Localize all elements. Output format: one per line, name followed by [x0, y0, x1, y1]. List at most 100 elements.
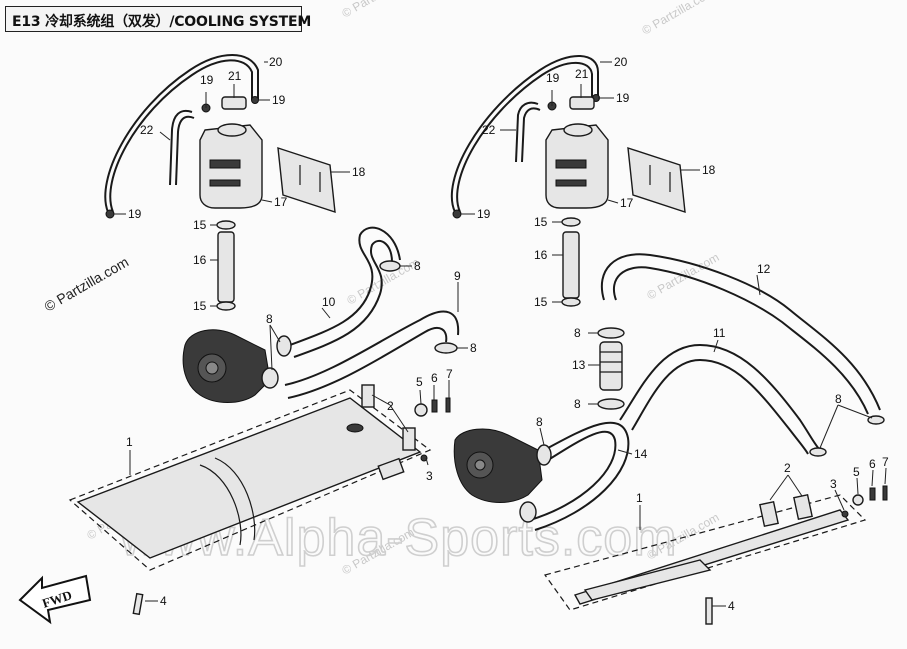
callout-13: 13 — [572, 358, 586, 372]
hose-12 — [600, 253, 881, 411]
callout-5: 5 — [416, 375, 423, 389]
spring-2 — [759, 500, 779, 528]
overflow-hose-20-inner — [109, 59, 253, 213]
partzilla-watermark: © Partzilla.com — [640, 0, 717, 38]
clamp-8 — [379, 260, 401, 272]
bolt-7 — [445, 397, 451, 413]
radiator-assembly-1 — [68, 389, 432, 571]
hose-14 — [529, 430, 617, 521]
breather-hose-22-inner — [521, 107, 541, 163]
clamp-15 — [561, 217, 581, 227]
clamp-8 — [536, 444, 552, 466]
callout-19: 19 — [128, 207, 142, 221]
leader-lines — [114, 61, 887, 607]
callout-4: 4 — [160, 594, 167, 608]
callout-19: 19 — [477, 207, 491, 221]
callout-21: 21 — [575, 67, 589, 81]
bolt-7 — [882, 485, 888, 501]
reservoir-cap-21 — [221, 96, 247, 110]
clamp-15 — [216, 301, 236, 311]
spring-2 — [793, 493, 813, 521]
diagram-title-box: E13 冷却系统组（双发）/COOLING SYSTEM — [5, 6, 311, 32]
clamp-19 — [105, 209, 115, 219]
bolt-3 — [420, 454, 428, 462]
radiator-cap — [346, 423, 364, 433]
bolt-4 — [132, 592, 144, 616]
callout-1: 1 — [636, 491, 643, 505]
callout-18: 18 — [702, 163, 716, 177]
callout-16: 16 — [534, 248, 548, 262]
callout-19: 19 — [546, 71, 560, 85]
callout-20: 20 — [269, 55, 283, 69]
hose-9-inner — [287, 327, 448, 399]
radiator-fitting — [377, 457, 405, 481]
callout-19: 19 — [200, 73, 214, 87]
diagram-title: E13 冷却系统组（双发）/COOLING SYSTEM — [12, 14, 312, 30]
callout-15: 15 — [534, 215, 548, 229]
grommet-5 — [414, 403, 428, 417]
callout-labels-left: 20 19 19 21 22 19 15 16 15 17 18 8 10 9 … — [126, 55, 477, 608]
clamp-15 — [216, 220, 236, 230]
water-pump — [453, 428, 543, 503]
clamp-8 — [276, 335, 292, 357]
spring-2 — [361, 384, 375, 408]
callout-10: 10 — [322, 295, 336, 309]
clamp-8 — [597, 327, 625, 339]
breather-hose-22 — [515, 101, 539, 163]
washer-6 — [431, 399, 438, 413]
callout-4: 4 — [728, 599, 735, 613]
forward-direction-arrow: FWD — [18, 574, 92, 625]
pipe-16 — [562, 231, 580, 299]
hose-10-inner — [293, 240, 393, 358]
callout-20: 20 — [614, 55, 628, 69]
reservoir-bracket-18 — [627, 146, 686, 214]
callout-2: 2 — [387, 399, 394, 413]
breather-hose-22 — [169, 110, 193, 186]
callout-6: 6 — [431, 371, 438, 385]
clamp-8 — [597, 398, 625, 410]
reservoir-cap-21 — [569, 96, 595, 110]
callout-17: 17 — [274, 195, 288, 209]
callout-18: 18 — [352, 165, 366, 179]
callout-17: 17 — [620, 196, 634, 210]
clamp-19 — [251, 96, 259, 104]
clamp-8 — [261, 367, 279, 389]
callout-11: 11 — [713, 326, 726, 340]
spring-2 — [402, 427, 416, 451]
callout-15: 15 — [193, 218, 207, 232]
callout-3: 3 — [426, 469, 433, 483]
bolt-4 — [705, 597, 713, 625]
reservoir-band — [209, 159, 241, 169]
water-pump — [182, 329, 271, 403]
callout-8: 8 — [414, 259, 421, 273]
overflow-hose-20 — [104, 54, 259, 213]
callout-8: 8 — [835, 392, 842, 406]
callout-8: 8 — [574, 397, 581, 411]
callout-15: 15 — [534, 295, 548, 309]
left-cooling-assembly — [68, 54, 460, 616]
reservoir-bracket-18 — [277, 146, 336, 214]
radiator-panel — [76, 397, 422, 559]
callout-1: 1 — [126, 435, 133, 449]
callout-16: 16 — [193, 253, 207, 267]
callout-5: 5 — [853, 465, 860, 479]
hose-9 — [284, 310, 460, 386]
pipe-16 — [217, 231, 235, 303]
breather-hose-22-inner — [175, 115, 195, 186]
callout-labels-right: 20 19 19 21 22 19 15 16 15 17 18 12 11 8… — [477, 55, 889, 613]
callout-8: 8 — [266, 312, 273, 326]
bolt-3 — [841, 510, 849, 518]
callout-15: 15 — [193, 299, 207, 313]
hose-10 — [289, 226, 401, 346]
callout-8: 8 — [574, 326, 581, 340]
radiator-assembly-1 — [544, 494, 867, 611]
clamp-8 — [809, 447, 827, 457]
callout-2: 2 — [784, 461, 791, 475]
callout-9: 9 — [454, 269, 461, 283]
hose-11 — [619, 344, 821, 451]
callout-12: 12 — [757, 262, 771, 276]
hose-14-inner — [534, 421, 630, 531]
callout-3: 3 — [830, 477, 837, 491]
callout-7: 7 — [882, 455, 889, 469]
